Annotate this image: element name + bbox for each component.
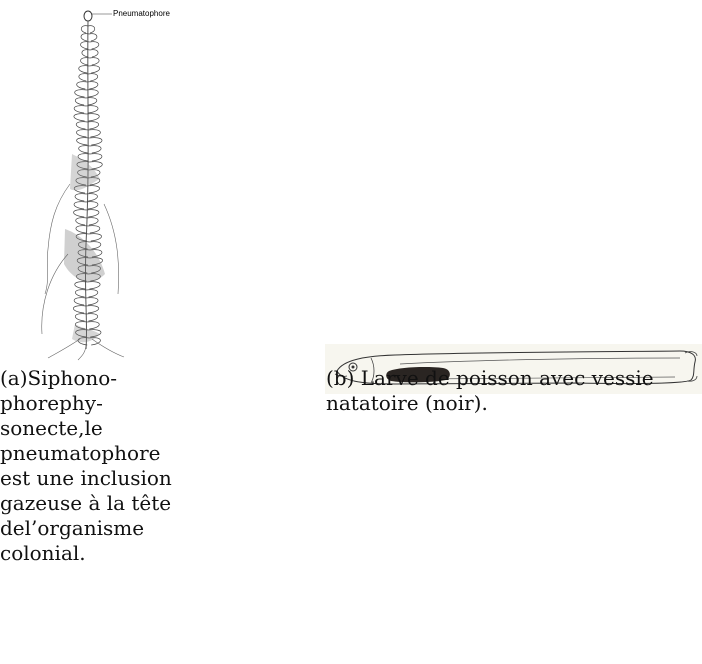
caption-b-line2: natatoire (noir). (326, 391, 702, 416)
siphonophore-illustration: Pneumatophore (20, 4, 200, 362)
caption-b: (b) Larve de poisson avec vessie natatoi… (326, 366, 702, 416)
caption-b-line1: (b) Larve de poisson avec vessie (326, 366, 702, 391)
pneumatophore-label: Pneumatophore (113, 9, 170, 18)
caption-a: (a)Siphono- phorephy- sonecte,le pneumat… (0, 366, 207, 566)
caption-a-tag: (a) (0, 366, 28, 390)
